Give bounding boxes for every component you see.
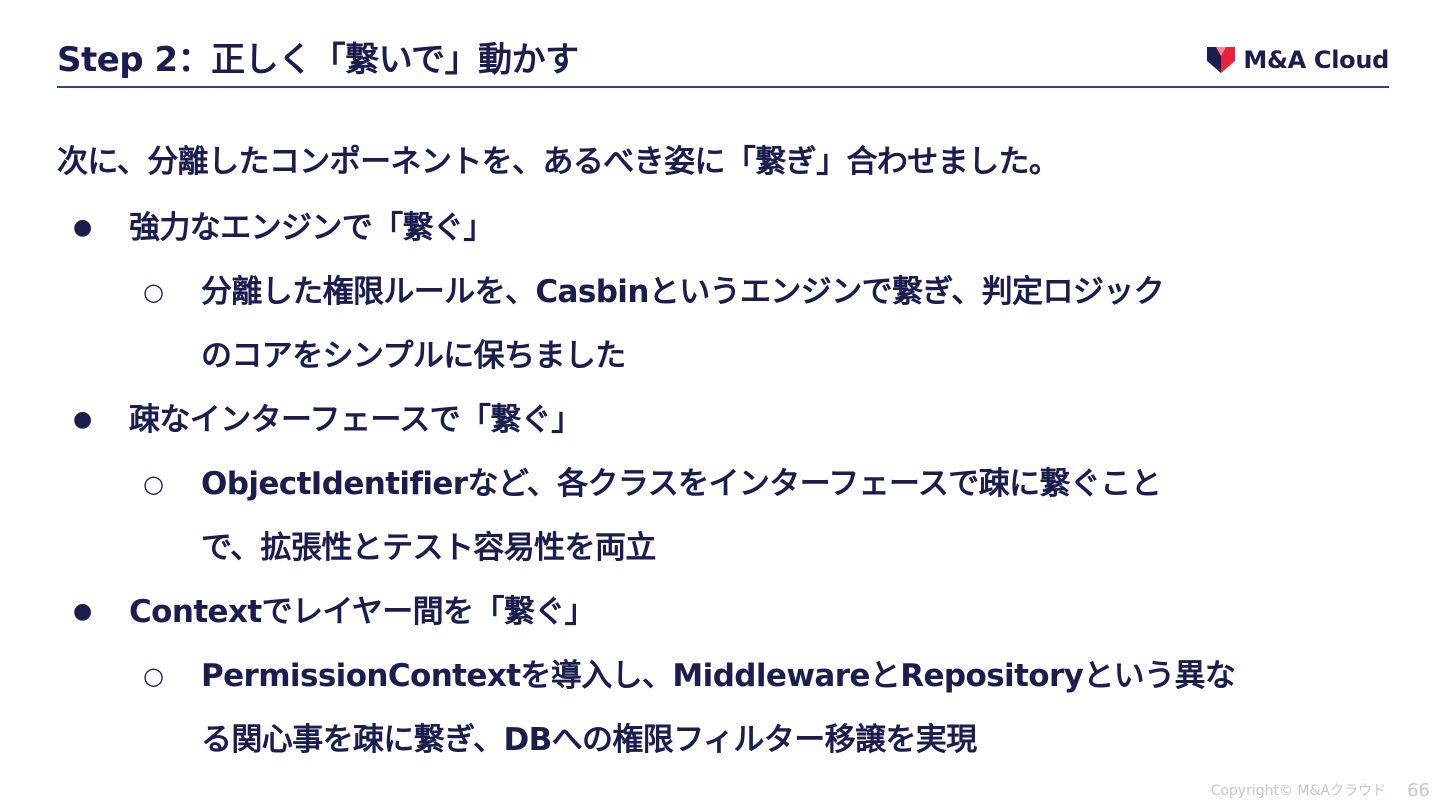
sub-bullet-item: ○ ObjectIdentifierなど、各クラスをインターフェースで疎に繋ぐこ… (57, 452, 1387, 580)
bullet-marker: ● (73, 599, 92, 624)
sub-bullet-item: ○ PermissionContextを導入し、MiddlewareとRepos… (57, 644, 1387, 772)
sub-bullet-line: ObjectIdentifierなど、各クラスをインターフェースで疎に繋ぐこと (201, 466, 1162, 502)
bullet-group-interface: ● 疎なインターフェースで「繋ぐ」 ○ ObjectIdentifierなど、各… (57, 388, 1387, 580)
bullet-marker: ● (73, 407, 92, 432)
brand-logo: M&A Cloud (1207, 44, 1389, 76)
sub-bullet-line: のコアをシンプルに保ちました (201, 338, 626, 374)
slide-body: 次に、分離したコンポーネントを、あるべき姿に「繋ぎ」合わせました。 ● 強力なエ… (57, 128, 1387, 772)
slide-title: Step 2：正しく「繋いで」動かす (57, 40, 579, 80)
page-number: 66 (1407, 780, 1430, 801)
sub-bullet-line: で、拡張性とテスト容易性を両立 (201, 530, 656, 566)
sub-bullet-line: 分離した権限ルールを、Casbinというエンジンで繋ぎ、判定ロジック (201, 274, 1165, 310)
title-underline (57, 86, 1389, 88)
sub-bullet-item: ○ 分離した権限ルールを、Casbinというエンジンで繋ぎ、判定ロジック のコア… (57, 260, 1387, 388)
bullet-group-engine: ● 強力なエンジンで「繋ぐ」 ○ 分離した権限ルールを、Casbinというエンジ… (57, 196, 1387, 388)
bullet-item: ● 強力なエンジンで「繋ぐ」 (57, 196, 1387, 260)
sub-bullet-line: る関心事を疎に繋ぎ、DBへの権限フィルター移譲を実現 (201, 722, 977, 758)
sub-bullet-marker: ○ (143, 278, 164, 306)
ma-cloud-logo-mark-icon (1207, 47, 1236, 73)
bullet-text: 疎なインターフェースで「繋ぐ」 (129, 402, 582, 438)
bullet-item: ● Contextでレイヤー間を「繋ぐ」 (57, 580, 1387, 644)
bullet-group-context: ● Contextでレイヤー間を「繋ぐ」 ○ PermissionContext… (57, 580, 1387, 772)
sub-bullet-marker: ○ (143, 662, 164, 690)
logo-text: M&A Cloud (1243, 46, 1389, 74)
bullet-text: 強力なエンジンで「繋ぐ」 (129, 210, 494, 246)
sub-bullet-marker: ○ (143, 470, 164, 498)
footer-copyright: Copyright© M&Aクラウド (1210, 783, 1386, 799)
bullet-marker: ● (73, 215, 92, 240)
bullet-text: Contextでレイヤー間を「繋ぐ」 (129, 594, 596, 630)
intro-text: 次に、分離したコンポーネントを、あるべき姿に「繋ぎ」合わせました。 (57, 144, 1060, 180)
bullet-item: ● 疎なインターフェースで「繋ぐ」 (57, 388, 1387, 452)
sub-bullet-line: PermissionContextを導入し、MiddlewareとReposit… (201, 658, 1236, 694)
